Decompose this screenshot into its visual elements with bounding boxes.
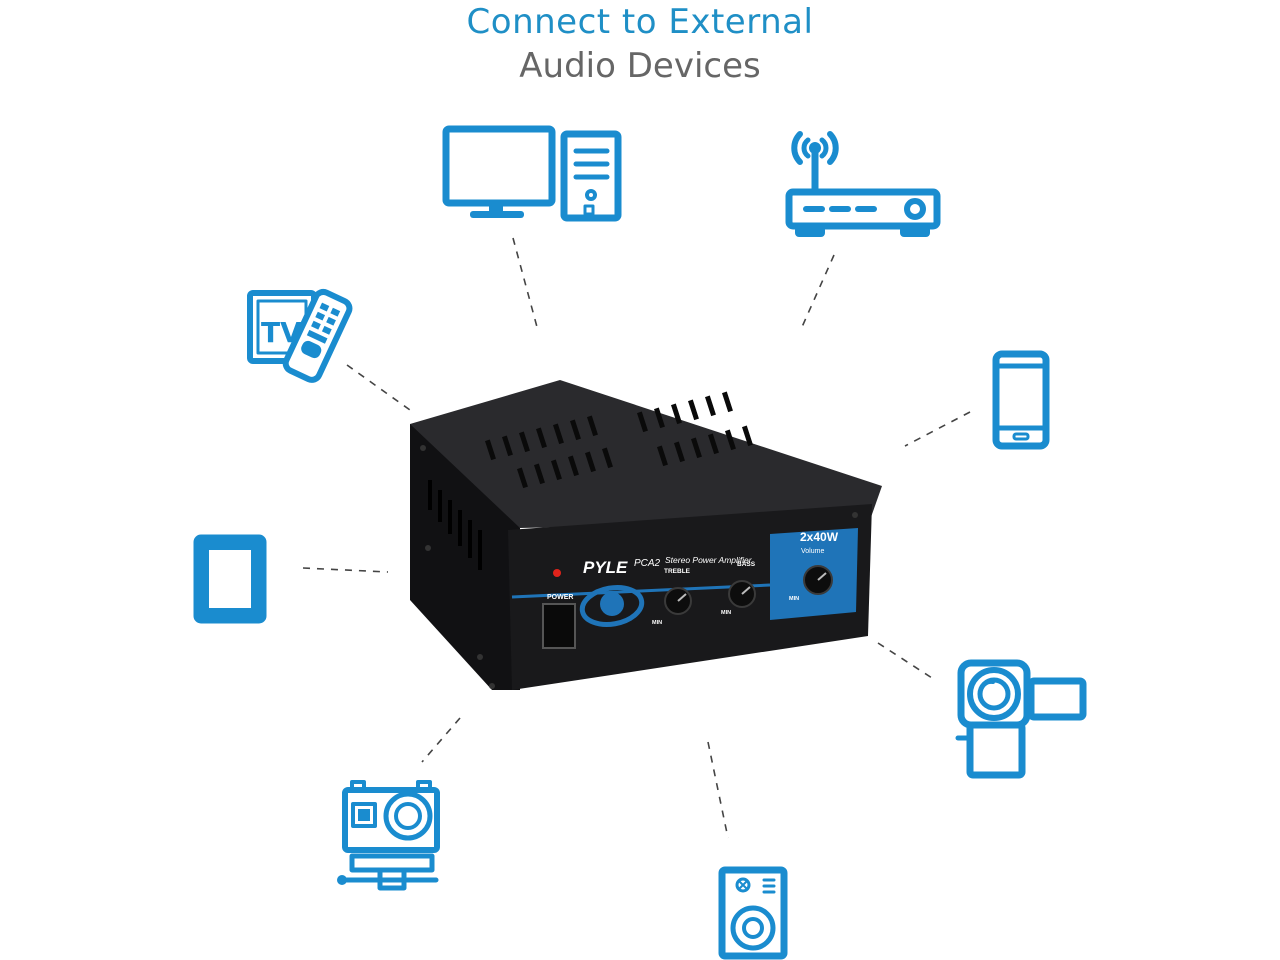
tv-remote-icon: TV (247, 288, 353, 383)
amp-description: Stereo Power Amplifier (665, 555, 753, 565)
desktop-computer-icon (442, 125, 622, 222)
amplifier: PYLE PCA2 Stereo Power Amplifier 2x40W V… (410, 380, 882, 690)
connector-desktop (512, 237, 538, 328)
action-camera-icon (337, 780, 440, 891)
amp-top-vents (485, 391, 753, 489)
amp-accent-line (511, 583, 771, 599)
volume-knob (803, 565, 833, 595)
amp-side-vents (428, 480, 482, 570)
wifi-router-icon (785, 131, 941, 237)
bass-knob (728, 580, 756, 608)
amp-model: PCA2 (634, 558, 661, 569)
amp-side (410, 424, 520, 690)
connector-lines (302, 237, 971, 839)
heading-line-1: Connect to External (466, 2, 814, 42)
power-led (553, 569, 561, 577)
heading-line-2: Audio Devices (519, 46, 761, 86)
brand-logo-icon (579, 585, 645, 627)
amp-volume-min-label: MIN (789, 596, 799, 602)
power-switch (542, 603, 576, 649)
connector-router (801, 254, 835, 328)
speaker-icon (718, 866, 788, 960)
smartphone-icon (992, 350, 1050, 450)
connector-camcorder (877, 642, 933, 679)
camcorder-icon (955, 659, 1087, 779)
amp-treble-min-label: MIN (652, 620, 662, 626)
connector-action-camera (421, 717, 461, 763)
connector-tablet (302, 567, 389, 573)
amp-volume-label: Volume (801, 548, 824, 555)
amp-bass-label: BASS (737, 561, 756, 568)
heading: Connect to External Audio Devices (0, 0, 1280, 86)
connector-phone (904, 411, 971, 447)
amp-power-label: POWER (547, 594, 573, 601)
treble-knob (664, 587, 692, 615)
amp-treble-label: TREBLE (664, 568, 691, 575)
amp-bass-min-label: MIN (721, 610, 731, 616)
amp-power-rating: 2x40W (800, 530, 839, 544)
tablet-icon (193, 534, 267, 624)
amp-top (410, 380, 882, 528)
connector-tv (346, 364, 411, 411)
amp-brand: PYLE (583, 558, 628, 577)
connector-speaker (707, 741, 729, 839)
